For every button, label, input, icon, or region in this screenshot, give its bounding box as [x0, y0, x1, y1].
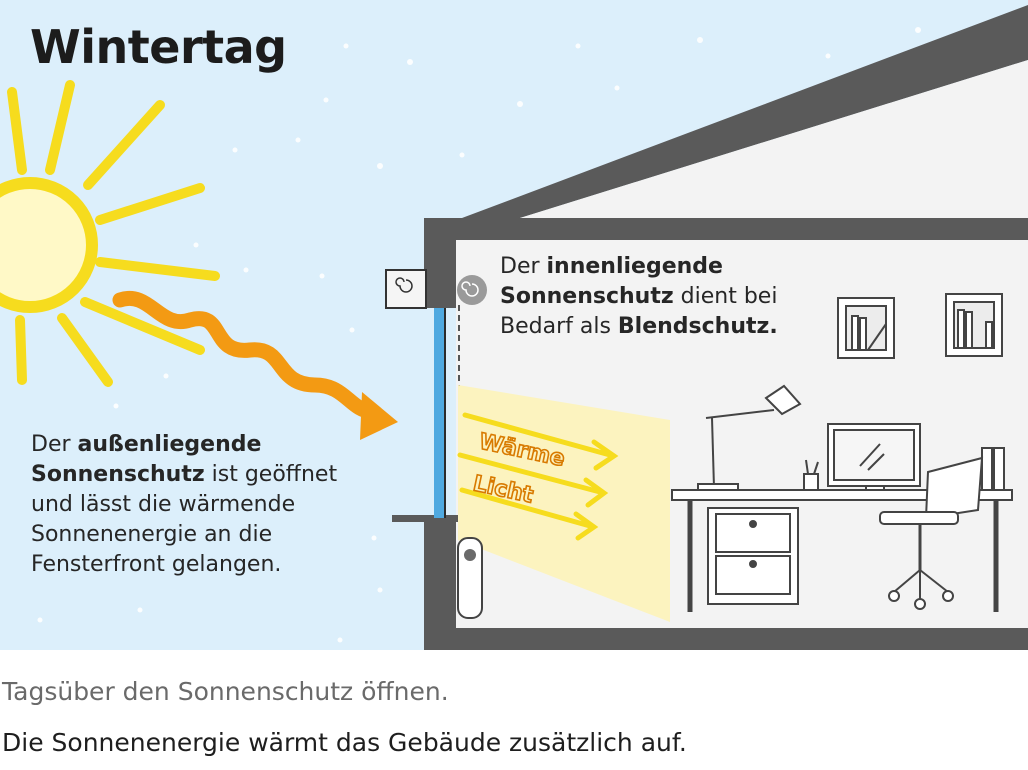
- inner-shading-callout: Der innenliegende Sonnenschutz dient bei…: [500, 252, 810, 342]
- office-chair-icon: [879, 511, 959, 610]
- shelf-picture-icon: [837, 297, 895, 359]
- light-beam: [458, 385, 670, 622]
- window-glass: [434, 308, 445, 518]
- window-sill: [392, 515, 468, 522]
- attic-wall: [520, 60, 1028, 218]
- outer-shading-callout: Der außenliegende Sonnenschutz ist geöff…: [31, 430, 361, 580]
- sun-icon: [0, 80, 220, 387]
- callout-text: dient bei Bedarf als: [500, 284, 778, 339]
- ceiling: [424, 218, 1028, 240]
- callout-text: Der: [31, 432, 78, 457]
- floor: [424, 628, 1028, 650]
- roof: [462, 5, 1028, 218]
- binder-icon: [981, 447, 1005, 491]
- callout-bold-term: Blendschutz.: [617, 314, 778, 339]
- page-title: Wintertag: [30, 20, 287, 74]
- monitor-icon: [827, 423, 921, 493]
- callout-text: ist geöffnet und lässt die wärmende Sonn…: [31, 462, 338, 577]
- flow-arrows: [457, 412, 619, 541]
- callout-bold-term: innenliegende Sonnenschutz: [500, 254, 723, 309]
- caption-line-1: Tagsüber den Sonnenschutz öffnen.: [2, 677, 449, 706]
- shelf-picture-icon-2: [945, 293, 1003, 357]
- caption-line-2: Die Sonnenenergie wärmt das Gebäude zusä…: [2, 728, 687, 757]
- pen-cup-icon: [803, 459, 819, 493]
- wall-upper: [424, 218, 456, 308]
- desk: [671, 489, 1013, 612]
- awning-roll-icon: [385, 269, 427, 309]
- laptop-icon: [924, 456, 984, 520]
- radiator-icon: [457, 537, 483, 619]
- drawer-cabinet-icon: [707, 507, 799, 605]
- snowflakes: [37, 27, 921, 643]
- heat-wave-arrow-icon: [112, 290, 398, 440]
- inner-roll-icon: [457, 275, 487, 305]
- callout-bold-term: außenliegende Sonnenschutz: [31, 432, 262, 487]
- house-illustration: Wärme Licht: [0, 0, 1028, 650]
- callout-text: Der: [500, 254, 547, 279]
